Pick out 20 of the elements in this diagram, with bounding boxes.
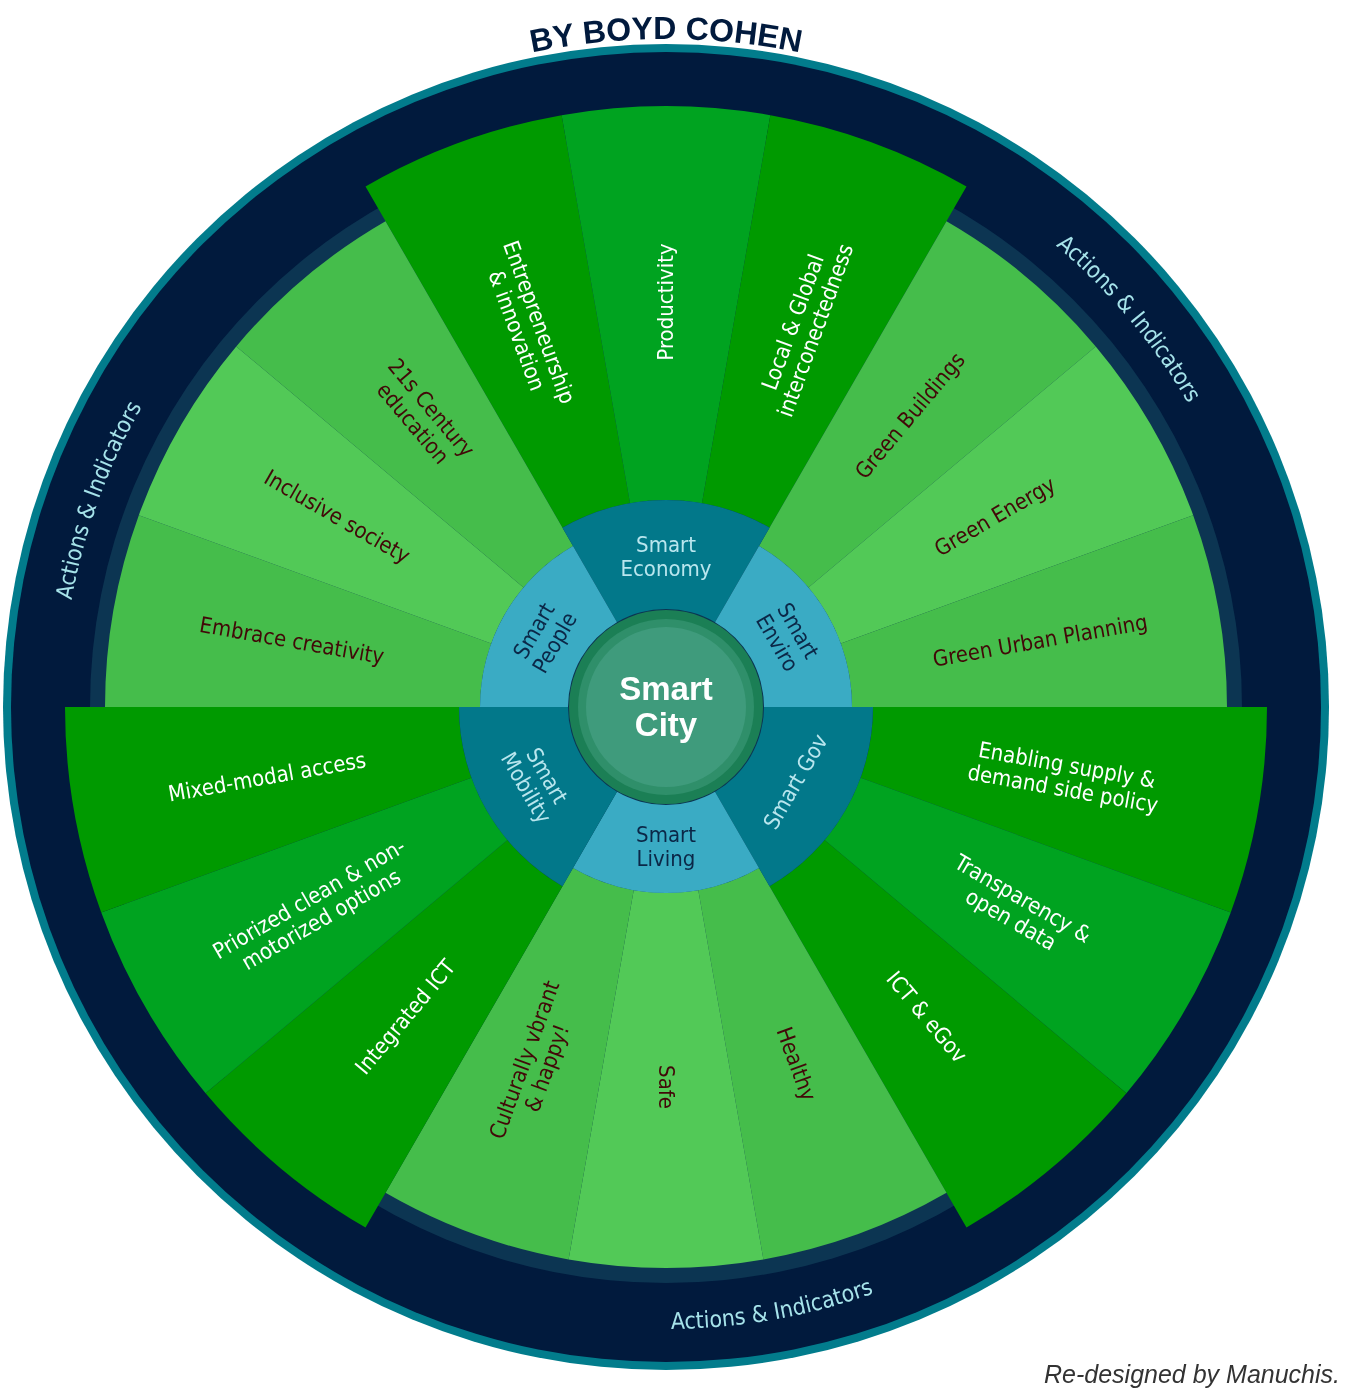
title-text: BY BOYD COHEN [526,10,806,60]
segment-label: Healthy [771,1023,821,1105]
wedge-segment [568,890,764,1268]
segment-label: Productivity [653,243,679,361]
category-label: Smart Economy [619,532,713,582]
category-segment [715,707,873,887]
caption-text: Re-designed by Manuchis. [1044,1360,1340,1389]
category-segment [573,791,759,893]
wedge-segment [236,221,573,588]
center-label: Smart City [618,670,714,744]
category-segment [459,707,617,887]
segment-label: Enabling supply & demand side policy [964,735,1161,820]
category-segment [715,545,852,707]
segment-label: Green Urban Planning [930,610,1150,672]
segment-label: Safe [653,1065,679,1109]
category-label: Smart Living [635,822,697,872]
wedge-segment [769,840,1127,1228]
category-segment [480,545,617,707]
ring-label: Actions & Indicators [670,1273,876,1334]
segment-label: Embrace creativity [197,612,386,670]
